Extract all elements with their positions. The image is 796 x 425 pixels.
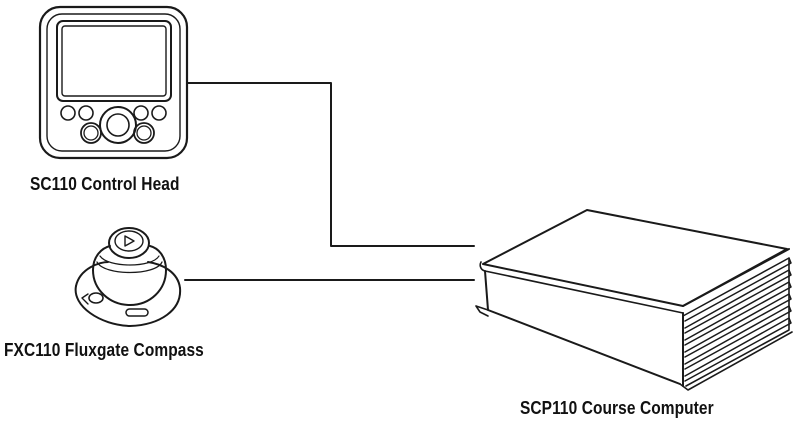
- button-left-1: [60, 105, 76, 121]
- compass-device: [74, 227, 182, 327]
- course-computer-device: [475, 209, 793, 391]
- button-right-2: [151, 105, 167, 121]
- course-computer-label: SCP110 Course Computer: [520, 398, 714, 418]
- button-left-2: [78, 105, 94, 121]
- cable-control-head-to-computer: [186, 82, 475, 247]
- control-head-device: [38, 5, 189, 160]
- rotary-knob: [99, 106, 137, 144]
- compass-label: FXC110 Fluxgate Compass: [4, 340, 204, 360]
- button-right-1: [133, 105, 149, 121]
- control-head-label: SC110 Control Head: [30, 174, 180, 194]
- direction-arrow-icon: [124, 235, 135, 247]
